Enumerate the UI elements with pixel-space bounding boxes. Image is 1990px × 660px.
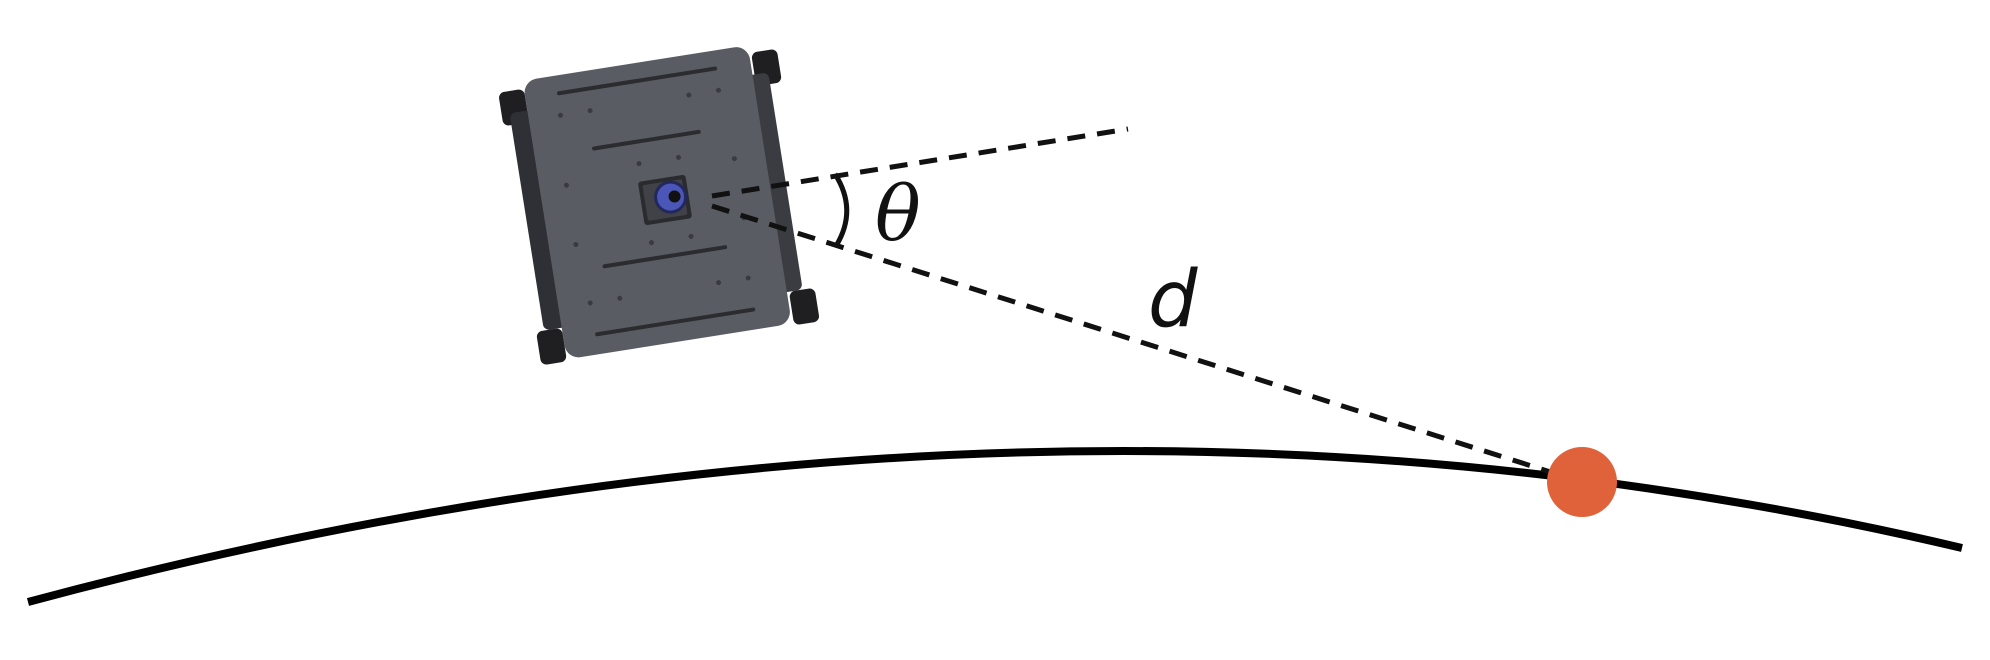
curved-path — [26, 447, 1963, 606]
reference-dashed-line — [711, 126, 1129, 199]
distance-d-label: d — [1148, 255, 1198, 345]
angle-theta-label: θ — [875, 169, 921, 258]
target-dashed-line — [711, 203, 1583, 485]
robot — [499, 47, 820, 365]
angle-arc — [832, 172, 850, 248]
robot-wheels — [499, 49, 820, 365]
target-point — [1547, 447, 1617, 517]
